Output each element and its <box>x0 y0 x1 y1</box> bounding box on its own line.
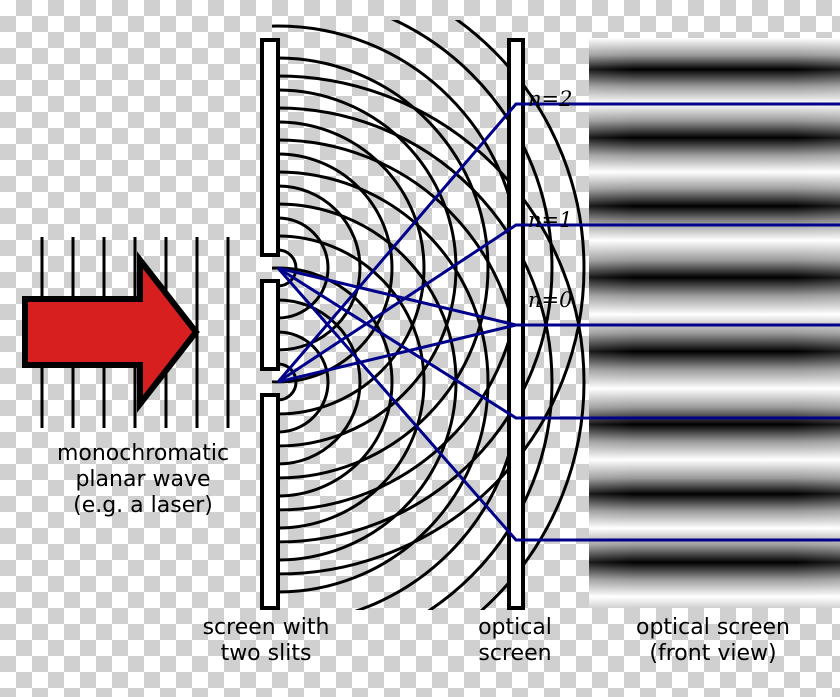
order-label-n0: n=0 <box>528 288 573 312</box>
order-label-n1: n=1 <box>528 208 573 232</box>
slit-screen <box>260 38 280 610</box>
caption-slit-screen: screen with two slits <box>202 615 330 666</box>
light-direction-arrow <box>22 251 200 413</box>
caption-optical-screen-front: optical screen (front view) <box>636 615 790 666</box>
order-label-n2: n=2 <box>528 87 573 111</box>
fringe-panel <box>589 38 840 608</box>
caption-optical-screen: optical screen <box>478 615 552 666</box>
caption-incoming-wave: monochromatic planar wave (e.g. a laser) <box>56 441 230 518</box>
interference-rays <box>276 102 840 542</box>
